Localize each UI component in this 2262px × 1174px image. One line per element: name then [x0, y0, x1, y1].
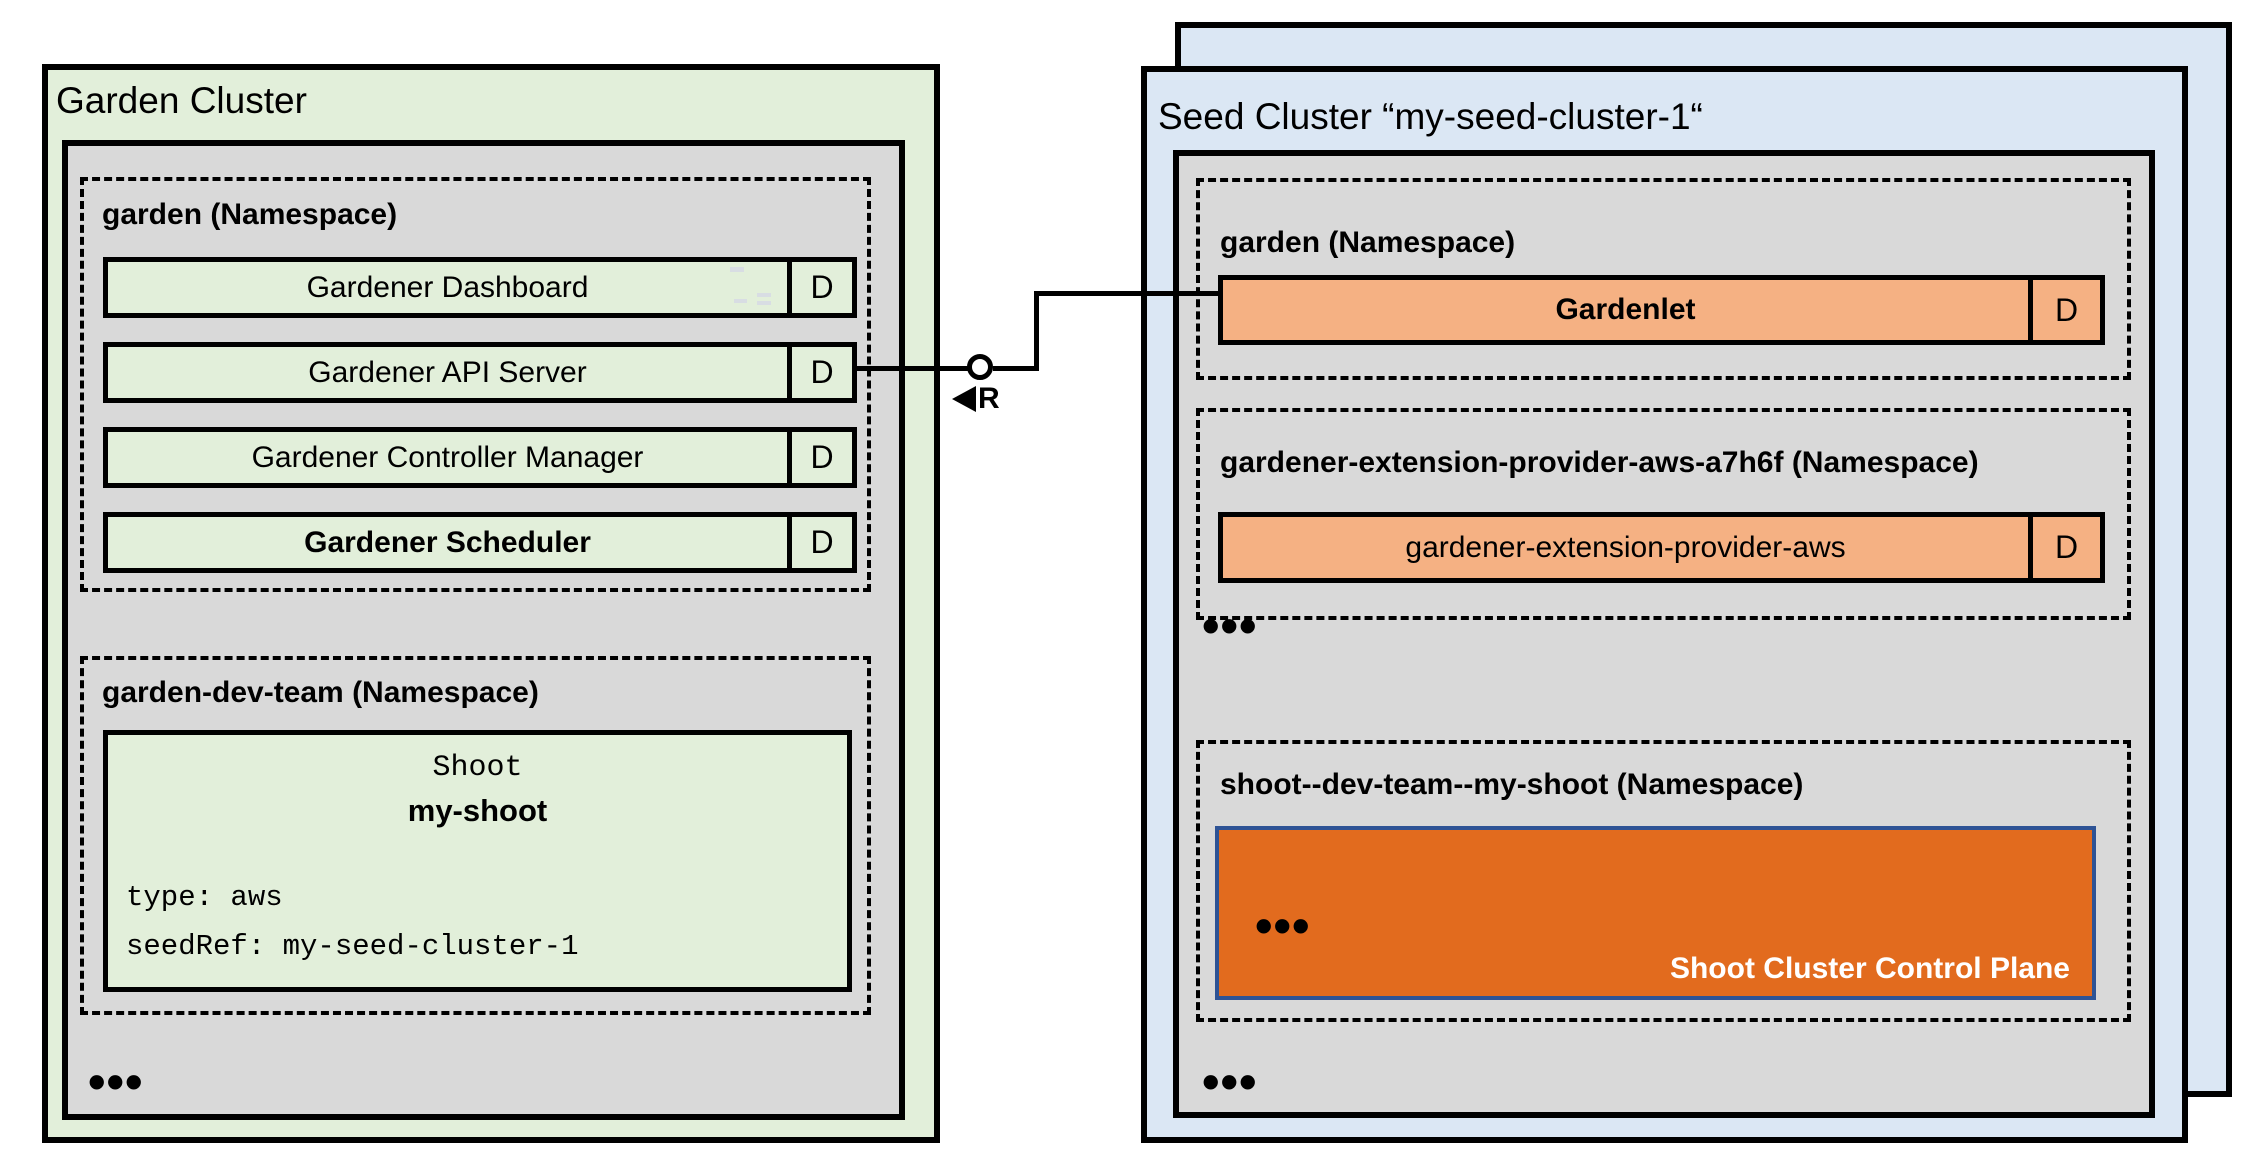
deployment-badge: D	[2028, 280, 2100, 340]
gardener-scheduler-row: Gardener Scheduler D	[103, 512, 857, 573]
shoot-namespace-label: shoot--dev-team--my-shoot (Namespace)	[1220, 768, 1804, 801]
garden-namespace-box	[80, 177, 871, 592]
gardener-api-server-label: Gardener API Server	[308, 355, 587, 389]
seed-garden-namespace-label: garden (Namespace)	[1220, 226, 1516, 259]
gardenlet-label: Gardenlet	[1555, 293, 1696, 326]
shoot-name: my-shoot	[407, 793, 548, 828]
shoot-kind: Shoot	[432, 751, 523, 785]
artifact-dash	[757, 301, 771, 305]
deployment-badge: D	[2028, 517, 2100, 578]
deployment-badge: D	[787, 432, 852, 483]
garden-namespace-label: garden (Namespace)	[102, 198, 398, 231]
dev-team-namespace-box	[80, 656, 871, 1015]
connector-line-segment	[993, 366, 1039, 371]
seed-cluster-title: Seed Cluster “my-seed-cluster-1“	[1158, 96, 1703, 137]
shoot-namespace-box	[1196, 740, 2131, 1022]
connector-line-segment	[857, 366, 969, 371]
garden-more-content-ellipsis: •••	[88, 1054, 144, 1110]
gardener-controller-manager-row: Gardener Controller Manager D	[103, 427, 857, 488]
arrow-left-icon	[952, 386, 976, 412]
shoot-resource-box: Shoot my-shoot type: aws seedRef: my-see…	[103, 730, 852, 992]
shoot-seedref-line: seedRef: my-seed-cluster-1	[126, 930, 579, 963]
gardener-controller-manager-label: Gardener Controller Manager	[251, 440, 644, 474]
artifact-dash	[734, 299, 747, 303]
extension-namespace-label: gardener-extension-provider-aws-a7h6f (N…	[1220, 446, 1979, 479]
connector-arrow-label: R	[978, 382, 1000, 415]
shoot-type-line: type: aws	[126, 881, 283, 914]
seed-more-content-ellipsis: •••	[1202, 1054, 1258, 1110]
seed-more-namespaces-ellipsis: •••	[1202, 598, 1258, 654]
gardener-api-server-row: Gardener API Server D	[103, 342, 857, 403]
artifact-dash	[757, 293, 771, 297]
connector-line-segment	[1034, 291, 1039, 371]
seed-garden-namespace-box	[1196, 178, 2131, 380]
extension-namespace-box	[1196, 408, 2131, 620]
deployment-badge: D	[787, 517, 852, 568]
deployment-badge: D	[787, 347, 852, 398]
control-plane-label: Shoot Cluster Control Plane	[1669, 952, 2070, 985]
connector-line-segment	[1034, 291, 1218, 296]
watch-endpoint-circle	[967, 354, 993, 380]
dev-team-namespace-label: garden-dev-team (Namespace)	[102, 676, 539, 709]
artifact-dash	[730, 267, 744, 272]
control-plane-ellipsis: •••	[1255, 898, 1311, 954]
gardener-scheduler-label: Gardener Scheduler	[304, 525, 591, 559]
garden-cluster-title: Garden Cluster	[56, 80, 307, 121]
deployment-badge: D	[787, 262, 852, 313]
gardener-dashboard-label: Gardener Dashboard	[306, 270, 589, 304]
gardener-dashboard-row: Gardener Dashboard D	[103, 257, 857, 318]
shoot-control-plane-box: ••• Shoot Cluster Control Plane	[1215, 826, 2096, 1000]
gardenlet-row: Gardenlet D	[1218, 275, 2105, 345]
extension-provider-label: gardener-extension-provider-aws	[1405, 530, 1846, 564]
extension-provider-row: gardener-extension-provider-aws D	[1218, 512, 2105, 583]
